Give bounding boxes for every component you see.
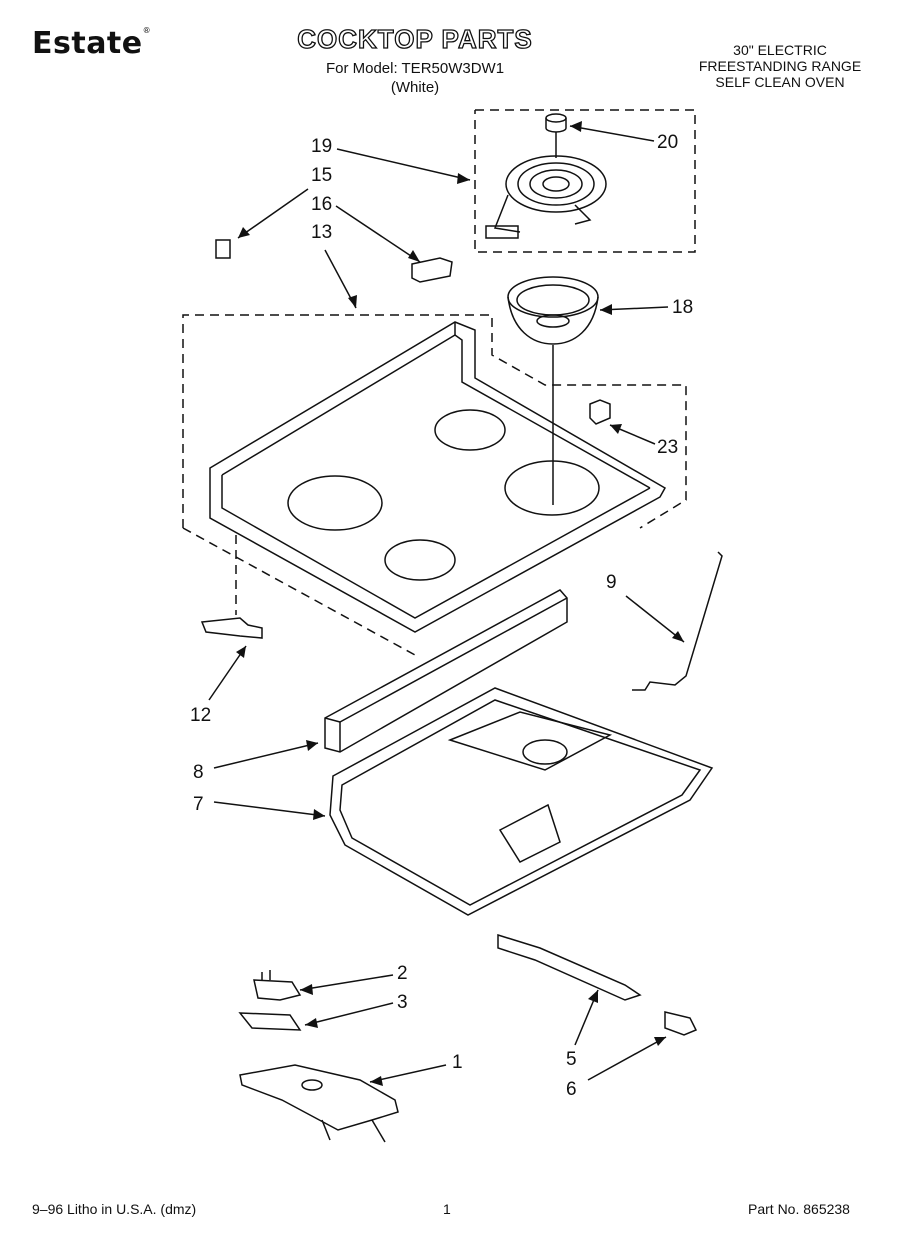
callout-20: 20 xyxy=(657,132,679,153)
cooktop-group-box xyxy=(182,314,687,656)
callout-19: 19 xyxy=(311,136,333,157)
part-6 xyxy=(664,1011,698,1036)
footer-litho: 9–96 Litho in U.S.A. (dmz) xyxy=(32,1201,197,1217)
callout-3: 3 xyxy=(397,992,408,1013)
rod-9 xyxy=(632,551,723,691)
page-title: COCKTOP PARTS xyxy=(297,23,533,54)
callout-1: 1 xyxy=(452,1052,463,1073)
part-3 xyxy=(238,1012,302,1031)
color-line: (White) xyxy=(390,79,440,96)
part-23 xyxy=(589,399,611,425)
element-knob-20 xyxy=(545,113,567,133)
callout-13: 13 xyxy=(311,222,333,243)
arrow-heads xyxy=(236,121,684,1086)
callout-6: 6 xyxy=(566,1079,577,1100)
leader-lines xyxy=(208,125,685,1083)
panel-8 xyxy=(324,589,568,753)
part-12 xyxy=(200,617,263,639)
element-group-box xyxy=(474,109,696,253)
bracket-5 xyxy=(497,933,642,1001)
footer-page-number: 1 xyxy=(443,1201,451,1217)
surface-element xyxy=(485,155,607,239)
callout-15: 15 xyxy=(311,165,333,186)
model-line: For Model: TER50W3DW1 xyxy=(325,60,505,77)
part-15 xyxy=(215,239,231,259)
part-16 xyxy=(411,257,453,283)
callout-7: 7 xyxy=(193,794,204,815)
description-line-2: FREESTANDING RANGE xyxy=(698,58,862,74)
footer-part-number: Part No. 865238 xyxy=(748,1201,850,1217)
cooktop-13 xyxy=(209,321,667,633)
description-line-1: 30" ELECTRIC xyxy=(733,42,827,58)
callout-12: 12 xyxy=(190,705,212,726)
callout-16: 16 xyxy=(311,194,333,215)
callout-9: 9 xyxy=(606,572,617,593)
infinite-switch-1 xyxy=(239,1064,399,1143)
drip-bowl-18 xyxy=(507,276,599,345)
callout-23: 23 xyxy=(657,437,679,458)
callout-18: 18 xyxy=(672,297,694,318)
part-2 xyxy=(253,970,302,1001)
brand-logo: Estate® xyxy=(32,26,152,61)
burner-box-7 xyxy=(329,687,714,916)
description-line-3: SELF CLEAN OVEN xyxy=(715,74,845,90)
callout-8: 8 xyxy=(193,762,204,783)
callout-5: 5 xyxy=(566,1049,577,1070)
callout-2: 2 xyxy=(397,963,408,984)
